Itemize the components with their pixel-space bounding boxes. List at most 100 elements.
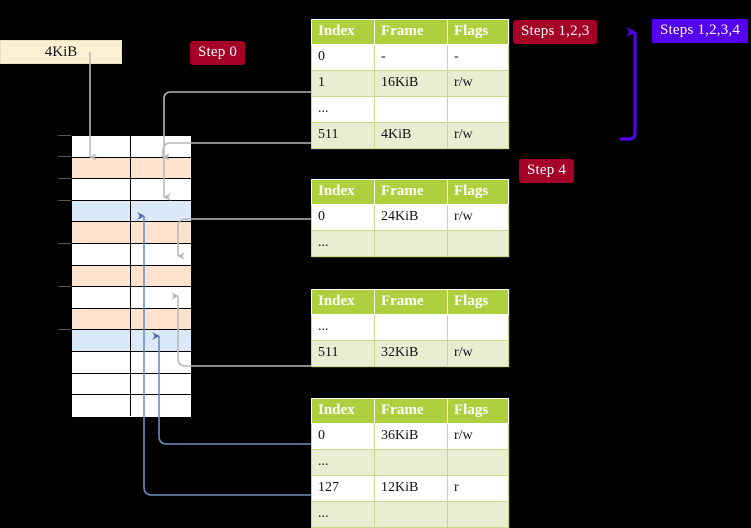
cell-index: 0 bbox=[311, 44, 375, 71]
memory-frame-row bbox=[72, 287, 191, 309]
cell-flags bbox=[447, 96, 509, 123]
memory-frame-row bbox=[72, 330, 191, 352]
cell-frame: 16KiB bbox=[374, 70, 448, 97]
col-header-index: Index bbox=[311, 398, 375, 424]
col-header-index: Index bbox=[311, 289, 375, 315]
badge-step-4: Step 4 bbox=[519, 159, 575, 183]
cell-flags: r/w bbox=[447, 204, 509, 231]
cell-index: ... bbox=[311, 449, 375, 476]
cell-frame bbox=[374, 314, 448, 341]
cell-index: ... bbox=[311, 96, 375, 123]
memory-frame-row bbox=[72, 136, 191, 158]
table-row: 0-- bbox=[311, 44, 509, 71]
col-header-frame: Frame bbox=[374, 179, 448, 205]
col-header-index: Index bbox=[311, 19, 375, 45]
table-header-row: Index Frame Flags bbox=[311, 289, 509, 315]
col-header-flags: Flags bbox=[447, 179, 509, 205]
cell-index: 511 bbox=[311, 340, 375, 367]
memory-frame-row bbox=[72, 352, 191, 374]
cell-flags: r bbox=[447, 475, 509, 502]
cell-index: ... bbox=[311, 230, 375, 257]
cell-index: ... bbox=[311, 314, 375, 341]
badge-step-4-label: Step 4 bbox=[527, 162, 567, 178]
memory-frame-row bbox=[72, 244, 191, 266]
col-header-index: Index bbox=[311, 179, 375, 205]
cell-flags: r/w bbox=[447, 70, 509, 97]
cell-frame: - bbox=[374, 44, 448, 71]
cell-index: 511 bbox=[311, 122, 375, 149]
cell-frame bbox=[374, 449, 448, 476]
cell-frame: 24KiB bbox=[374, 204, 448, 231]
cell-index: 1 bbox=[311, 70, 375, 97]
memory-column-tick bbox=[58, 243, 71, 244]
cell-flags: - bbox=[447, 44, 509, 71]
cell-frame: 36KiB bbox=[374, 423, 448, 450]
memory-column-tick bbox=[58, 200, 71, 201]
col-header-flags: Flags bbox=[447, 289, 509, 315]
cell-index: ... bbox=[311, 501, 375, 528]
badge-steps-1234-label: Steps 1,2,3,4 bbox=[660, 22, 741, 38]
memory-frame-row bbox=[72, 373, 191, 396]
cell-index: 0 bbox=[311, 423, 375, 450]
cell-frame bbox=[374, 96, 448, 123]
memory-column-tick bbox=[58, 329, 71, 330]
badge-steps-123: Steps 1,2,3 bbox=[513, 20, 598, 44]
connector-pdpt-row0-out bbox=[177, 218, 311, 260]
cell-index: 0 bbox=[311, 204, 375, 231]
memory-frame-row bbox=[72, 179, 191, 201]
cell-frame bbox=[374, 501, 448, 528]
col-header-flags: Flags bbox=[447, 19, 509, 45]
badge-steps-1234: Steps 1,2,3,4 bbox=[652, 19, 749, 43]
table-header-row: Index Frame Flags bbox=[311, 398, 509, 424]
memory-frame-row bbox=[72, 308, 191, 331]
cell-flags bbox=[447, 230, 509, 257]
table-row: ... bbox=[311, 501, 509, 528]
table-row: ... bbox=[311, 96, 509, 123]
cell-flags bbox=[447, 501, 509, 528]
memory-frame-row bbox=[72, 222, 191, 244]
cell-frame: 32KiB bbox=[374, 340, 448, 367]
badge-step-0: Step 0 bbox=[190, 41, 246, 65]
memory-column-tick bbox=[58, 178, 71, 179]
badge-step-0-label: Step 0 bbox=[198, 44, 238, 60]
cell-frame: 4KiB bbox=[374, 122, 448, 149]
capbox-4kib: 4KiB bbox=[0, 40, 122, 64]
table-row: ... bbox=[311, 314, 509, 341]
table-header-row: Index Frame Flags bbox=[311, 179, 509, 205]
memory-frame-row bbox=[72, 395, 191, 417]
cell-flags: r/w bbox=[447, 340, 509, 367]
memory-frame-row bbox=[72, 157, 191, 180]
col-header-frame: Frame bbox=[374, 398, 448, 424]
table-header-row: Index Frame Flags bbox=[311, 19, 509, 45]
memory-frame-row bbox=[72, 200, 191, 223]
table-row: ... bbox=[311, 230, 509, 257]
memory-column-divider bbox=[130, 135, 131, 416]
badge-steps-123-label: Steps 1,2,3 bbox=[521, 23, 590, 39]
cell-flags bbox=[447, 449, 509, 476]
table-row: ... bbox=[311, 449, 509, 476]
memory-column-tick bbox=[58, 156, 71, 157]
cell-flags: r/w bbox=[447, 423, 509, 450]
cell-flags bbox=[447, 314, 509, 341]
cell-index: 127 bbox=[311, 475, 375, 502]
memory-column-tick bbox=[58, 135, 71, 136]
cell-flags: r/w bbox=[447, 122, 509, 149]
cell-frame bbox=[374, 230, 448, 257]
col-header-frame: Frame bbox=[374, 289, 448, 315]
connector-steps-1234-loop bbox=[620, 27, 637, 141]
memory-frame-row bbox=[72, 265, 191, 288]
